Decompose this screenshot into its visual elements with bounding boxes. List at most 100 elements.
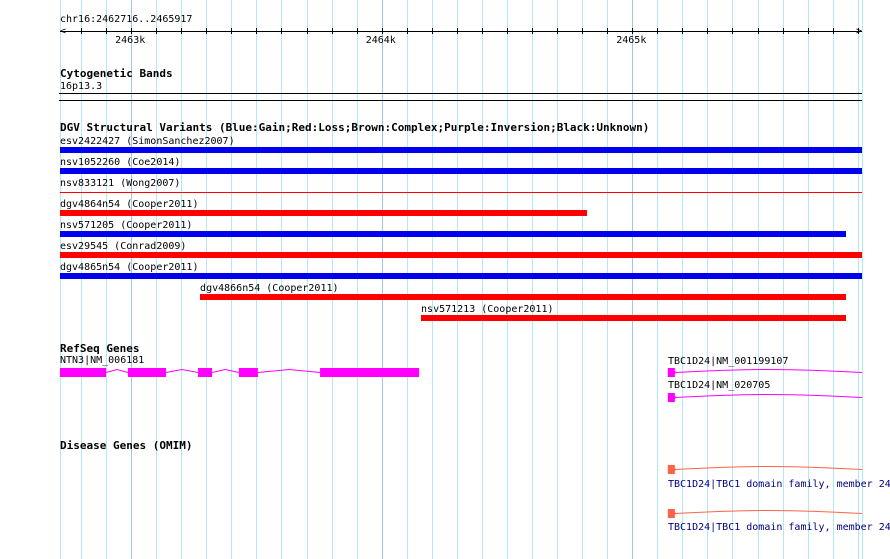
intron (165, 368, 199, 373)
ruler-tick (607, 28, 608, 34)
refseq-track-title[interactable]: RefSeq Genes (60, 342, 140, 355)
ruler-tick (256, 28, 257, 34)
grid-line (557, 0, 558, 559)
variant-label: nsv571205 (Cooper2011) (60, 220, 193, 231)
exon (320, 368, 420, 377)
gene-model[interactable] (0, 464, 890, 476)
gene-model[interactable] (0, 392, 890, 404)
grid-line (783, 0, 784, 559)
ruler-tick (858, 28, 859, 34)
variant-label: esv29545 (Conrad2009) (60, 241, 187, 252)
grid-line (707, 0, 708, 559)
variant-bar-loss[interactable] (60, 192, 862, 193)
gene-model[interactable] (0, 367, 890, 379)
intron (257, 368, 321, 373)
variant-bar-gain[interactable] (60, 147, 862, 153)
grid-line (682, 0, 683, 559)
ruler-tick (507, 28, 508, 34)
ruler-tick (808, 28, 809, 34)
exon (667, 368, 675, 377)
cytoband-line-top (59, 93, 862, 94)
transcript-line (674, 465, 863, 470)
variant-bar-loss[interactable] (200, 294, 846, 300)
ruler-tick (382, 28, 383, 34)
grid-line (758, 0, 759, 559)
ruler-tick (281, 28, 282, 34)
ruler-tick (156, 28, 157, 34)
grid-line (858, 0, 859, 559)
ruler-tick (833, 28, 834, 34)
intron (105, 368, 129, 373)
grid-line (332, 0, 333, 559)
tick-label: 2464k (365, 35, 396, 46)
variant-bar-gain[interactable] (60, 168, 862, 174)
variant-label: nsv571213 (Cooper2011) (421, 304, 554, 315)
tick-label: 2465k (616, 35, 647, 46)
variant-label: nsv833121 (Wong2007) (60, 178, 181, 189)
arrow-right-icon[interactable]: > (856, 26, 863, 37)
grid-line (106, 0, 107, 559)
cytobands-track-title[interactable]: Cytogenetic Bands (60, 67, 173, 80)
grid-line (407, 0, 408, 559)
ruler-tick (457, 28, 458, 34)
variant-label: dgv4865n54 (Cooper2011) (60, 262, 199, 273)
grid-line (507, 0, 508, 559)
cytoband-label: 16p13.3 (60, 81, 103, 92)
strand-arrow-icon (671, 510, 677, 517)
variant-bar-gain[interactable] (60, 231, 846, 237)
gene-label[interactable]: TBC1D24|TBC1 domain family, member 24 (668, 522, 890, 533)
ruler-tick (307, 28, 308, 34)
grid-line (307, 0, 308, 559)
strand-arrow-icon (671, 466, 677, 473)
grid-line (732, 0, 733, 559)
grid-line (457, 0, 458, 559)
transcript-line (674, 368, 863, 373)
gene-label[interactable]: TBC1D24|NM_020705 (668, 380, 771, 391)
ruler-tick (482, 28, 483, 34)
omim-track-title[interactable]: Disease Genes (OMIM) (60, 439, 193, 452)
arrow-left-icon[interactable]: < (60, 26, 67, 37)
variant-bar-loss[interactable] (60, 210, 587, 216)
dgv-track-title[interactable]: DGV Structural Variants (Blue:Gain;Red:L… (60, 121, 650, 134)
grid-line (81, 0, 82, 559)
intron (211, 368, 239, 373)
grid-line (357, 0, 358, 559)
ruler-tick (231, 28, 232, 34)
gene-label[interactable]: TBC1D24|TBC1 domain family, member 24 (668, 479, 890, 490)
exon (127, 368, 166, 377)
strand-arrow-icon (671, 369, 677, 376)
ruler-tick (657, 28, 658, 34)
grid-line (482, 0, 483, 559)
variant-bar-loss[interactable] (421, 315, 846, 321)
variant-bar-gain[interactable] (60, 273, 862, 279)
variant-label: dgv4866n54 (Cooper2011) (200, 283, 339, 294)
ruler-tick (81, 28, 82, 34)
ruler-tick (783, 28, 784, 34)
ruler-tick (357, 28, 358, 34)
exon (667, 393, 675, 402)
gene-model[interactable] (0, 508, 890, 520)
variant-label: dgv4864n54 (Cooper2011) (60, 199, 199, 210)
ruler-tick (432, 28, 433, 34)
exon (198, 368, 213, 377)
ruler-position-label: chr16:2462716..2465917 (60, 14, 193, 25)
grid-line (382, 0, 383, 559)
exon (238, 368, 258, 377)
gene-label[interactable]: TBC1D24|NM_001199107 (668, 356, 789, 367)
grid-line (808, 0, 809, 559)
variant-bar-loss[interactable] (60, 252, 862, 258)
grid-line (582, 0, 583, 559)
grid-line (281, 0, 282, 559)
ruler-tick (332, 28, 333, 34)
exon (667, 509, 675, 518)
ruler-tick (682, 28, 683, 34)
grid-line (256, 0, 257, 559)
grid-line (432, 0, 433, 559)
grid-line (156, 0, 157, 559)
gene-model[interactable] (0, 367, 890, 379)
ruler-tick (131, 28, 132, 34)
ruler-tick (532, 28, 533, 34)
gene-label[interactable]: NTN3|NM_006181 (60, 355, 145, 366)
ruler-axis[interactable] (60, 31, 862, 32)
grid-line (131, 0, 132, 559)
